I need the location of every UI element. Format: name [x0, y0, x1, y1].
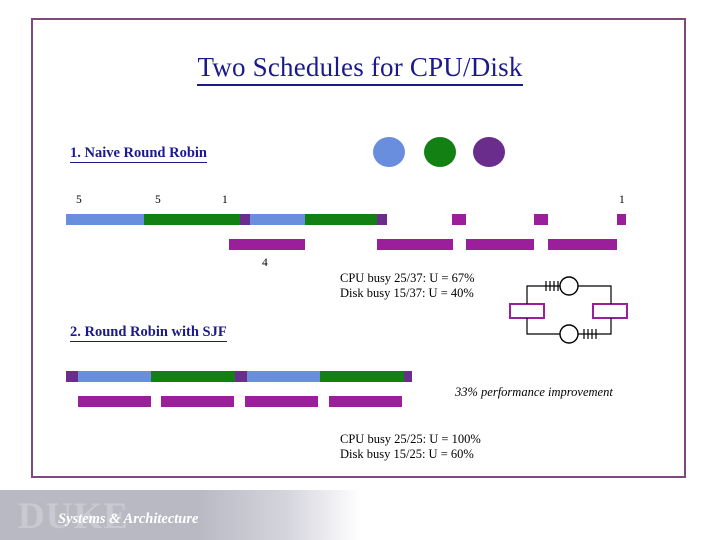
disk-segment-1 — [229, 239, 305, 250]
sjf-disk-segment-1 — [78, 396, 151, 407]
slide-border — [31, 18, 686, 478]
section-heading-sjf-text: 2. Round Robin with SJF — [70, 324, 227, 342]
stats-sjf: CPU busy 25/25: U = 100% Disk busy 15/25… — [340, 432, 481, 461]
blue-circle — [373, 137, 405, 167]
sjf-cpu-segment-green-2 — [320, 371, 404, 382]
disk-segment-3 — [466, 239, 534, 250]
label-4: 4 — [262, 257, 268, 269]
cpu-segment-green-1 — [144, 214, 240, 225]
cpu-segment-blue-2 — [250, 214, 305, 225]
sjf-disk-segment-3 — [245, 396, 318, 407]
duke-logo: DUKE — [18, 496, 129, 537]
page-title-text: Two Schedules for CPU/Disk — [197, 52, 523, 86]
cpu-segment-magenta-1 — [452, 214, 466, 225]
disk-segment-4 — [548, 239, 617, 250]
section-heading-sjf: 2. Round Robin with SJF — [70, 324, 227, 342]
sjf-cpu-segment-green-1 — [151, 371, 235, 382]
footer-band — [0, 490, 360, 540]
cpu-segment-magenta-2 — [534, 214, 548, 225]
sjf-cpu-segment-purple-2 — [235, 371, 247, 382]
disk-segment-2 — [377, 239, 453, 250]
sjf-cpu-segment-purple-1 — [66, 371, 78, 382]
label-1-a: 1 — [222, 194, 228, 206]
label-1-b: 1 — [619, 194, 625, 206]
sjf-disk-segment-4 — [329, 396, 402, 407]
sjf-cpu-segment-blue-2 — [247, 371, 320, 382]
sjf-disk-segment-2 — [161, 396, 234, 407]
green-circle — [424, 137, 456, 167]
cpu-segment-purple-2 — [377, 214, 387, 225]
section-heading-naive-text: 1. Naive Round Robin — [70, 145, 207, 163]
label-5-b: 5 — [155, 194, 161, 206]
improvement-note: 33% performance improvement — [455, 385, 613, 399]
cpu-segment-blue-1 — [66, 214, 144, 225]
sjf-cpu-segment-purple-3 — [404, 371, 412, 382]
cpu-segment-green-2 — [305, 214, 377, 225]
legend-circles — [373, 137, 513, 167]
footer-department: Systems & Architecture — [58, 511, 199, 527]
hardware-diagram-svg — [509, 276, 628, 344]
page-title: Two Schedules for CPU/Disk — [0, 52, 720, 86]
cpu-segment-purple-1 — [240, 214, 250, 225]
hardware-diagram — [505, 272, 635, 352]
stats-naive: CPU busy 25/37: U = 67% Disk busy 15/37:… — [340, 271, 475, 300]
label-5-a: 5 — [76, 194, 82, 206]
section-heading-naive: 1. Naive Round Robin — [70, 145, 207, 163]
cpu-segment-magenta-3 — [617, 214, 626, 225]
purple-circle — [473, 137, 505, 167]
sjf-cpu-segment-blue-1 — [78, 371, 151, 382]
